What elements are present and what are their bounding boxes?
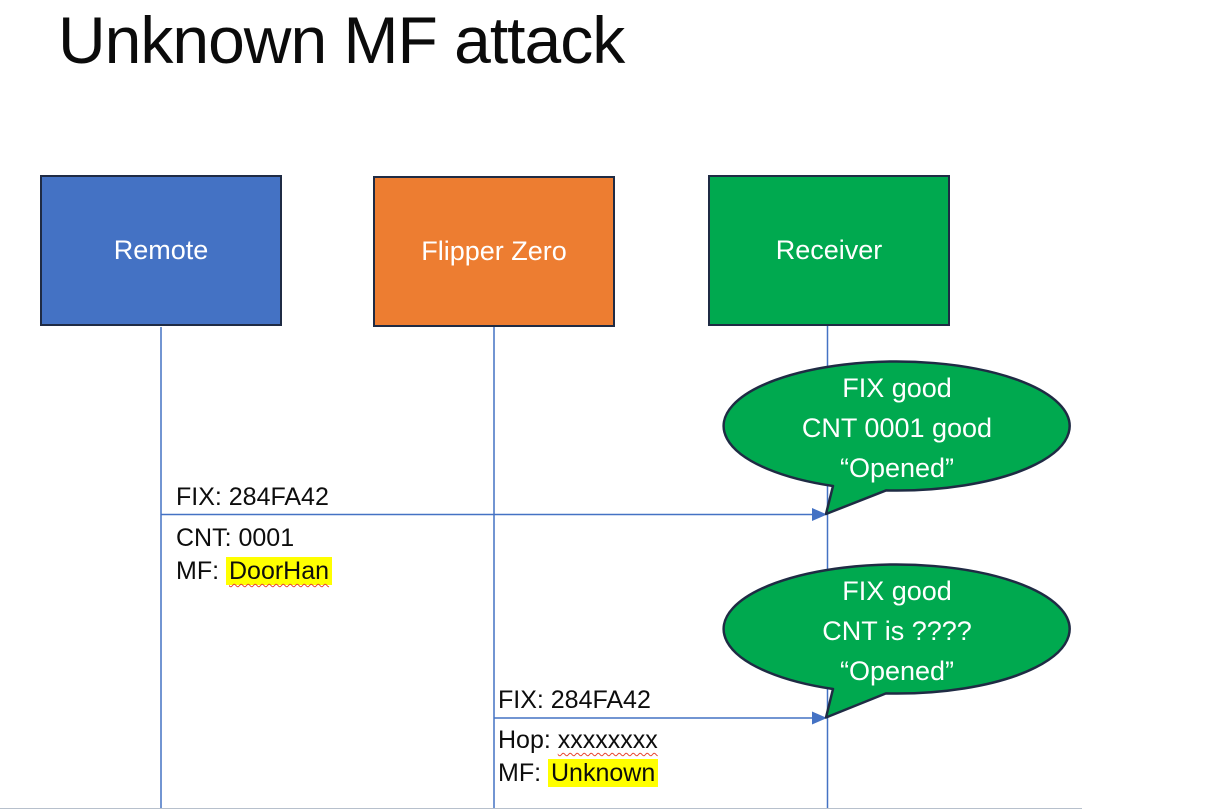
message-1-mf: MF: DoorHan	[176, 555, 333, 588]
callout-bubble-2	[722, 563, 1071, 719]
callout-2-line-1: FIX good	[842, 576, 952, 606]
actor-label-flipper-zero: Flipper Zero	[421, 236, 567, 266]
callout-bubble-1	[722, 360, 1071, 516]
message-1-label-above: FIX: 284FA42	[176, 481, 329, 514]
slide-title: Unknown MF attack	[58, 3, 625, 77]
message-1-fix: FIX: 284FA42	[176, 483, 329, 511]
message-1-mf-value-highlighted: DoorHan	[226, 557, 333, 585]
message-2-mf-value-highlighted: Unknown	[548, 759, 659, 787]
message-2-label-above: FIX: 284FA42	[498, 684, 651, 717]
actor-box-flipper-zero: Flipper Zero	[373, 176, 615, 327]
callout-1-text: FIX good CNT 0001 good “Opened”	[724, 368, 1070, 488]
callout-1-line-2: CNT 0001 good	[801, 413, 993, 443]
message-2-mf: MF: Unknown	[498, 757, 659, 790]
actor-label-receiver: Receiver	[775, 235, 883, 265]
message-1-cnt: CNT: 0001	[176, 524, 295, 552]
message-1-mf-prefix: MF:	[176, 557, 226, 585]
callout-1-line-3: “Opened”	[839, 453, 955, 483]
message-2-mf-prefix: MF:	[498, 759, 548, 787]
message-arrow-2-head	[812, 711, 827, 725]
callout-2-line-3: “Opened”	[839, 656, 955, 686]
callout-2-text: FIX good CNT is ???? “Opened”	[724, 571, 1070, 691]
callout-1-line-1: FIX good	[842, 373, 952, 403]
message-2-hop: Hop: xxxxxxxx	[498, 724, 658, 757]
actor-box-receiver: Receiver	[708, 175, 950, 326]
message-2-hop-prefix: Hop:	[498, 726, 558, 754]
message-2-label-below: Hop: xxxxxxxx MF: Unknown	[498, 724, 659, 790]
message-arrow-1-head	[812, 508, 827, 521]
callout-2-line-2: CNT is ????	[822, 616, 972, 646]
message-2-hop-value: xxxxxxxx	[557, 726, 658, 754]
actor-label-remote: Remote	[113, 235, 209, 265]
message-2-fix: FIX: 284FA42	[498, 686, 651, 714]
actor-box-remote: Remote	[40, 175, 282, 326]
message-1-label-below: CNT: 0001 MF: DoorHan	[176, 522, 333, 588]
